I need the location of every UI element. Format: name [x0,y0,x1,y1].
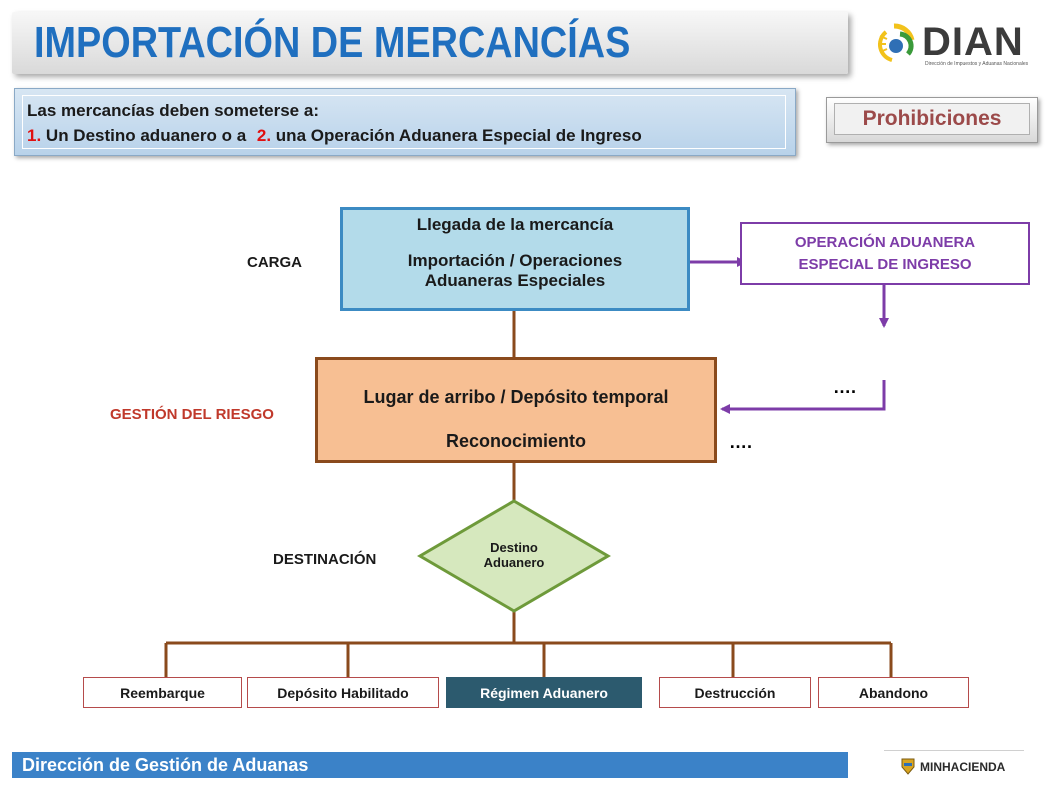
llegada-title: Llegada de la mercancía [416,215,614,234]
stage-label-carga: CARGA [247,254,302,271]
destino-aduanero-diamond [417,499,611,613]
page-title: IMPORTACIÓN DE MERCANCÍAS [34,18,631,67]
prohibiciones-button[interactable]: Prohibiciones [834,103,1030,135]
intro-box-inner [22,95,786,149]
outcome-destruccion: Destrucción [659,677,811,708]
intro-box [14,88,796,156]
outcome-reembarque: Reembarque [83,677,242,708]
llegada-line-3: Aduaneras Especiales [424,271,606,290]
llegada-line-2: Importación / Operaciones [407,251,623,270]
intro-item1-number: 1. [27,126,42,145]
destino-line-2: Aduanero [483,555,545,570]
operacion-line-1: OPERACIÓN ADUANERA [794,234,976,251]
coat-of-arms-icon [901,758,915,775]
box-operacion-aduanera-especial: OPERACIÓN ADUANERA ESPECIAL DE INGRESO [740,222,1030,285]
ellipsis-lower: …. [729,432,753,452]
outcome-regimen-aduanero: Régimen Aduanero [446,677,642,708]
lugar-line-1: Lugar de arribo / Depósito temporal [363,387,669,407]
intro-item2-text: una Operación Aduanera Especial de Ingre… [271,126,642,145]
ellipsis-upper: …. [833,377,857,397]
destino-line-1: Destino [490,540,538,555]
operacion-line-2: ESPECIAL DE INGRESO [798,256,972,273]
outcome-deposito-habilitado: Depósito Habilitado [247,677,439,708]
destino-aduanero-label: Destino Aduanero [464,540,564,570]
logo-wordmark: DIAN [922,20,1024,64]
ministry-name: MINHACIENDA [920,760,1006,774]
box-lugar-arribo: Lugar de arribo / Depósito temporal Reco… [315,357,717,463]
lugar-line-2: Reconocimiento [445,431,587,451]
ministry-logo-area [884,750,1024,785]
intro-line-2: 1. Un Destino aduanero o a 2. una Operac… [27,126,642,146]
intro-item2-number: 2. [256,126,272,145]
intro-item1-text: Un Destino aduanero o a [41,126,251,145]
intro-line-1: Las mercancías deben someterse a: [27,101,319,120]
outcome-abandono: Abandono [818,677,969,708]
arrow-return-to-lugar [720,380,886,414]
stage-label-destinacion: DESTINACIÓN [273,551,377,568]
footer-title: Dirección de Gestión de Aduanas [22,755,309,775]
stage-label-gestion-riesgo: GESTIÓN DEL RIESGO [110,406,274,423]
box-llegada-mercancia: Llegada de la mercancía Importación / Op… [340,207,690,311]
logo-subtitle: Dirección de Impuestos y Aduanas Naciona… [925,61,1029,67]
title-bar [12,12,848,74]
footer-bar [12,752,848,778]
dian-logo-icon [878,23,915,62]
